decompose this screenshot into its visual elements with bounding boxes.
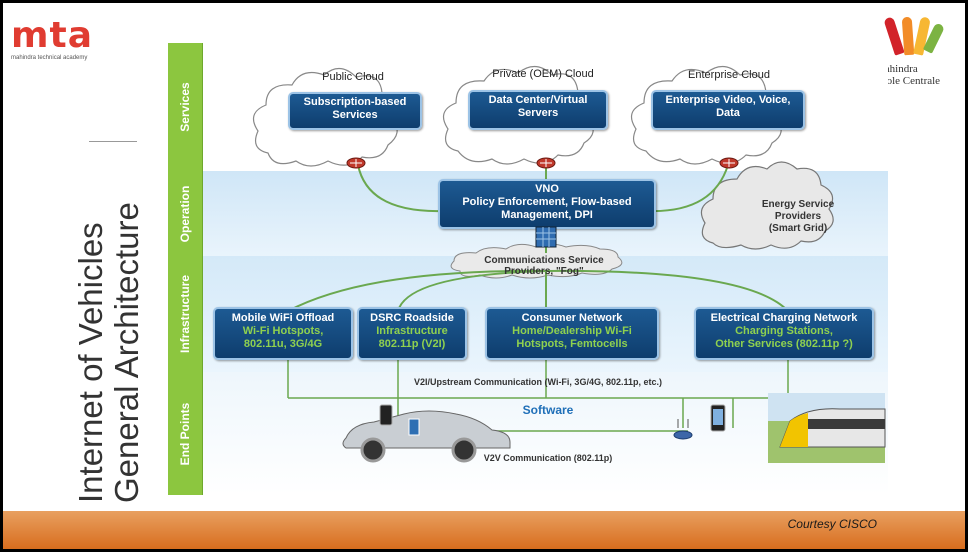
consumer-network-box: Consumer Network Home/Dealership Wi-Fi H… xyxy=(485,307,659,360)
smartphone-icon xyxy=(710,404,726,432)
courtesy-text: Courtesy CISCO xyxy=(787,517,877,531)
switch-icon xyxy=(535,226,557,248)
energy-provider-label: Energy Service Providers (Smart Grid) xyxy=(761,199,835,234)
services-layer-label: Services xyxy=(168,43,203,171)
private-cloud-title: Private (OEM) Cloud xyxy=(492,68,594,80)
fog-cloud-shape xyxy=(450,243,623,279)
vno-box: VNO Policy Enforcement, Flow-based Manag… xyxy=(438,179,656,229)
energy-cloud-shape xyxy=(700,161,834,250)
software-label: Software xyxy=(522,403,574,417)
router-icon xyxy=(719,157,739,169)
public-cloud-box: Subscription-based Services xyxy=(288,92,422,130)
router-icon xyxy=(346,157,366,169)
mobile-wifi-offload-box: Mobile WiFi Offload Wi-Fi Hotspots, 802.… xyxy=(213,307,353,360)
fog-label: Communications Service Providers, "Fog" xyxy=(484,255,604,277)
vno-line1: Policy Enforcement, Flow-based xyxy=(462,196,632,208)
private-cloud-box: Data Center/Virtual Servers xyxy=(468,90,608,130)
title-rule xyxy=(89,141,137,142)
mta-logo-subtitle: mahindra technical academy xyxy=(11,55,88,61)
dsrc-roadside-box: DSRC Roadside Infrastructure 802.11p (V2… xyxy=(357,307,467,360)
operation-layer-label: Operation xyxy=(168,171,203,256)
electrical-charging-box: Electrical Charging Network Charging Sta… xyxy=(694,307,874,360)
vno-line2: Management, DPI xyxy=(501,209,593,221)
logo-line2: École Centrale xyxy=(875,75,941,87)
v2i-label: V2I/Upstream Communication (Wi-Fi, 3G/4G… xyxy=(414,377,662,387)
slide-title: Internet of Vehicles General Architectur… xyxy=(72,163,145,503)
v2v-label: V2V Communication (802.11p) xyxy=(483,453,613,463)
mta-logo-mark: mta xyxy=(11,15,94,56)
router-icon xyxy=(536,157,556,169)
title-line1: Internet of Vehicles xyxy=(72,222,109,503)
roadside-router-icon xyxy=(673,419,693,440)
title-line2: General Architecture xyxy=(108,202,145,503)
enterprise-cloud-box: Enterprise Video, Voice, Data xyxy=(651,90,805,130)
slide: mta mahindra technical academy Mahindra … xyxy=(3,3,965,549)
architecture-diagram: Services Operation Infrastructure End Po… xyxy=(168,43,888,495)
train-icon xyxy=(768,393,886,463)
enterprise-cloud-title: Enterprise Cloud xyxy=(688,69,770,81)
car-icon xyxy=(342,404,511,463)
mta-logo: mta mahindra technical academy xyxy=(11,15,94,62)
endpoints-layer-label: End Points xyxy=(168,372,203,495)
vno-title: VNO xyxy=(535,183,559,195)
infrastructure-layer-label: Infrastructure xyxy=(168,256,203,372)
footer-bar: Courtesy CISCO xyxy=(3,511,965,549)
public-cloud-title: Public Cloud xyxy=(322,71,384,83)
